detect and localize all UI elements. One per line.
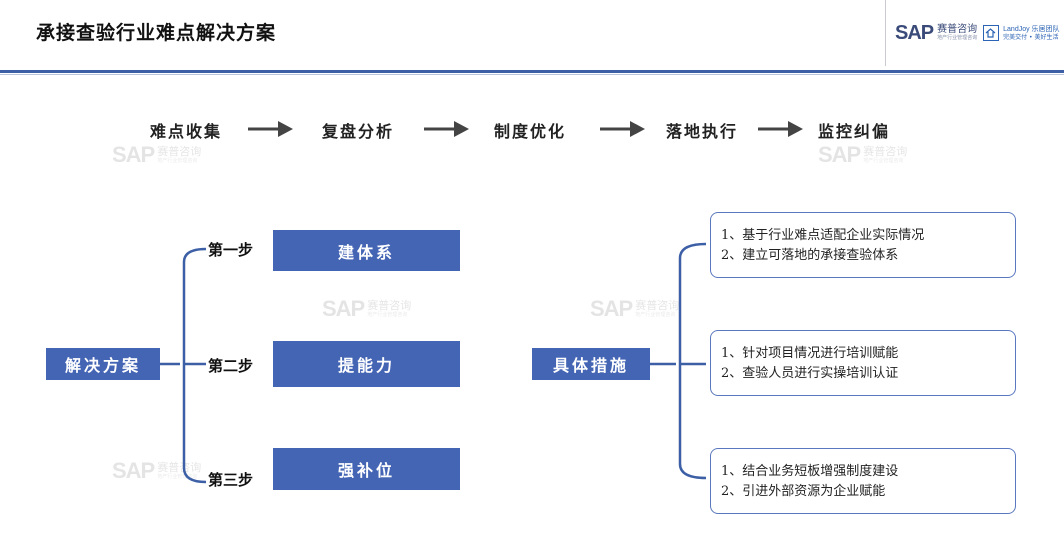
header-rule-thin	[0, 74, 1064, 75]
measure-line: 1、针对项目情况进行培训赋能	[721, 346, 899, 361]
branch-box-2: 提能力	[273, 341, 460, 387]
measure-line: 2、建立可落地的承接查验体系	[721, 248, 899, 263]
process-step-1: 难点收集	[150, 122, 223, 141]
step-label-2: 第二步	[208, 357, 254, 375]
sap-logo-sub: 地产行业管理咨询	[937, 35, 978, 41]
solution-root-box: 解决方案	[46, 348, 160, 380]
measure-line: 2、查验人员进行实操培训认证	[721, 366, 899, 381]
left-bracket	[160, 247, 207, 484]
process-step-3: 制度优化	[494, 122, 567, 141]
landjoy-name: LandJoy 乐居团队	[1003, 25, 1060, 33]
measure-line: 1、基于行业难点适配企业实际情况	[721, 228, 925, 243]
sap-logo-name: 赛普咨询	[937, 24, 978, 35]
branch-box-1: 建体系	[273, 230, 460, 271]
sap-logo-text: SAP	[895, 21, 934, 44]
right-bracket	[650, 242, 707, 480]
landjoy-slogan: 完美交付 • 美好生活	[1003, 33, 1059, 41]
measure-line: 2、引进外部资源为企业赋能	[721, 484, 886, 499]
landjoy-logo: LandJoy 乐居团队 完美交付 • 美好生活	[983, 25, 1060, 42]
flow-arrow-3	[600, 121, 645, 137]
measure-line: 1、结合业务短板增强制度建设	[721, 464, 899, 479]
page-title: 承接查验行业难点解决方案	[36, 22, 277, 44]
house-icon	[983, 25, 1000, 41]
sap-logo-cn: 赛普咨询 地产行业管理咨询	[937, 24, 977, 42]
process-step-5: 监控纠偏	[818, 122, 891, 141]
header-rule	[0, 70, 1064, 73]
flow-arrow-4	[758, 121, 803, 137]
measures-root-box: 具体措施	[532, 348, 650, 380]
step-label-3: 第三步	[208, 471, 254, 489]
measure-box-3: 1、结合业务短板增强制度建设 2、引进外部资源为企业赋能	[710, 448, 1016, 514]
flow-arrow-2	[424, 121, 469, 137]
measure-box-2: 1、针对项目情况进行培训赋能 2、查验人员进行实操培训认证	[710, 330, 1016, 396]
process-step-2: 复盘分析	[322, 122, 395, 141]
process-step-4: 落地执行	[666, 122, 739, 141]
branch-box-3: 强补位	[273, 448, 460, 490]
step-label-1: 第一步	[208, 241, 254, 259]
header-divider	[885, 0, 886, 66]
measure-box-1: 1、基于行业难点适配企业实际情况 2、建立可落地的承接查验体系	[710, 212, 1016, 278]
flow-arrow-1	[248, 121, 293, 137]
company-logo: SAP 赛普咨询 地产行业管理咨询 LandJoy 乐居团队 完美交付 • 美好…	[895, 20, 1060, 46]
